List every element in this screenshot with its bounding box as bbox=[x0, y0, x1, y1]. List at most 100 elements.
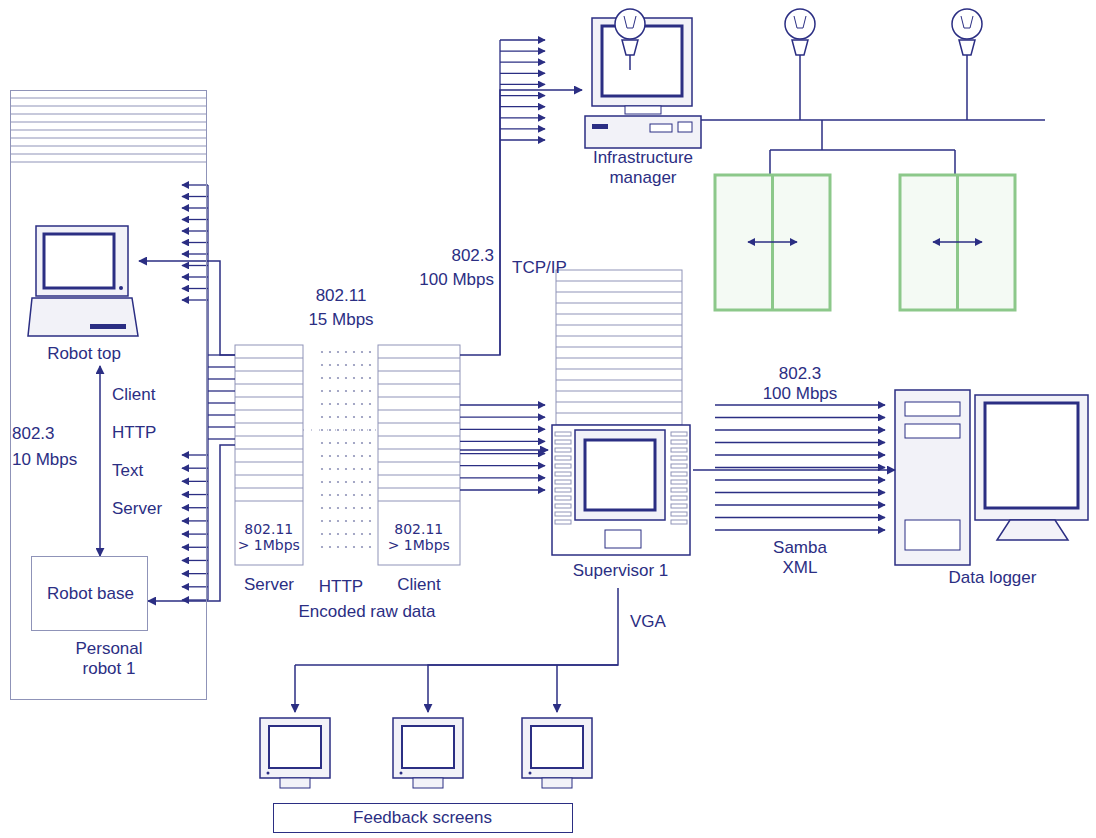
illustration-part bbox=[500, 73, 545, 74]
illustration-part bbox=[542, 778, 572, 788]
node-label: 802.11 > 1Mbps bbox=[387, 521, 451, 553]
illustration-part bbox=[671, 432, 687, 436]
illustration-part bbox=[671, 496, 687, 500]
illustration-part bbox=[556, 336, 682, 337]
illustration-part bbox=[182, 520, 208, 521]
illustration-part bbox=[321, 468, 323, 470]
illustration-part bbox=[602, 26, 682, 96]
network-node: Supervisor 1 bbox=[548, 268, 693, 588]
illustration-part bbox=[235, 397, 303, 398]
node-label: Supervisor 1 bbox=[548, 561, 693, 581]
illustration-part bbox=[353, 546, 355, 548]
illustration-part bbox=[556, 270, 682, 425]
network-node: Robot top bbox=[29, 221, 139, 366]
illustration-part bbox=[500, 117, 545, 118]
illustration-part bbox=[345, 364, 347, 366]
illustration-part bbox=[785, 9, 815, 39]
illustration-part bbox=[208, 414, 235, 415]
illustration-part bbox=[954, 150, 956, 175]
illustration-part bbox=[337, 494, 339, 496]
illustration-part bbox=[208, 402, 235, 403]
illustration-part bbox=[369, 481, 371, 483]
illustration-part bbox=[11, 106, 206, 107]
illustration-part bbox=[337, 416, 339, 418]
illustration-part bbox=[337, 520, 339, 522]
illustration-part bbox=[369, 533, 371, 535]
illustration-part bbox=[529, 772, 532, 775]
illustration-part bbox=[353, 416, 355, 418]
illustration-part bbox=[267, 772, 270, 775]
illustration-part bbox=[671, 488, 687, 492]
illustration-part bbox=[985, 403, 1078, 508]
illustration-part bbox=[235, 501, 303, 502]
illustration-part bbox=[182, 207, 208, 208]
link-connector bbox=[148, 445, 235, 601]
illustration-part bbox=[556, 391, 682, 392]
illustration-part bbox=[337, 546, 339, 548]
robot-stripes bbox=[11, 98, 206, 162]
illustration-part bbox=[715, 404, 885, 405]
illustration-part bbox=[329, 481, 331, 483]
node-label: Client bbox=[378, 575, 460, 595]
illustration-part bbox=[555, 488, 571, 492]
laptop-screen bbox=[44, 234, 114, 288]
illustration-part bbox=[369, 546, 371, 548]
illustration-part bbox=[556, 665, 558, 712]
illustration-part bbox=[361, 481, 363, 483]
illustration-part bbox=[353, 377, 355, 379]
illustration-part bbox=[353, 494, 355, 496]
illustration-part bbox=[671, 472, 687, 476]
link-connector bbox=[460, 449, 548, 451]
data-logger-computer bbox=[895, 390, 1088, 565]
illustration-part bbox=[11, 138, 206, 139]
supervisor-computer bbox=[552, 270, 690, 555]
illustration-part bbox=[208, 366, 235, 367]
illustration-part bbox=[208, 426, 235, 427]
connector-label: VGA bbox=[630, 612, 666, 632]
illustration-part bbox=[345, 403, 347, 405]
illustration-part bbox=[329, 442, 331, 444]
illustration-part bbox=[345, 416, 347, 418]
illustration-part bbox=[556, 347, 682, 348]
illustration-part bbox=[555, 496, 571, 500]
illustration-part bbox=[905, 402, 960, 416]
illustration-part bbox=[345, 520, 347, 522]
illustration-part bbox=[585, 440, 655, 510]
illustration-part bbox=[182, 253, 208, 254]
illustration-part bbox=[378, 436, 460, 437]
illustration-part bbox=[235, 371, 303, 372]
wireless-dots bbox=[321, 351, 371, 548]
illustration-part bbox=[321, 364, 323, 366]
illustration-part bbox=[337, 533, 339, 535]
annotation-label: 802.3 bbox=[451, 246, 494, 266]
illustration-part bbox=[900, 175, 1015, 310]
illustration-part bbox=[378, 475, 460, 476]
annotation-label: XML bbox=[783, 558, 818, 578]
illustration-part bbox=[460, 477, 545, 478]
illustration-part bbox=[625, 106, 661, 114]
illustration-part bbox=[345, 507, 347, 509]
illustration-part bbox=[460, 429, 545, 430]
illustration-part bbox=[182, 481, 208, 482]
illustration-part bbox=[329, 429, 331, 431]
illustration-part bbox=[556, 314, 682, 315]
laptop-slot bbox=[90, 324, 126, 329]
illustration-part bbox=[361, 390, 363, 392]
network-node: Robot topRobot basePersonal robot 1 bbox=[10, 90, 207, 700]
illustration-part bbox=[353, 481, 355, 483]
illustration-part bbox=[556, 413, 682, 414]
illustration-part bbox=[345, 481, 347, 483]
illustration-part bbox=[933, 241, 982, 242]
network-node: 802.11 > 1MbpsServer bbox=[235, 345, 303, 565]
illustration-part bbox=[329, 546, 331, 548]
illustration-part bbox=[361, 468, 363, 470]
illustration-part bbox=[182, 299, 208, 300]
illustration-part bbox=[378, 371, 460, 372]
illustration-part bbox=[585, 116, 701, 148]
illustration-part bbox=[671, 464, 687, 468]
illustration-part bbox=[182, 560, 208, 561]
illustration-part bbox=[531, 726, 583, 768]
illustration-part bbox=[235, 358, 303, 359]
illustration-part bbox=[345, 533, 347, 535]
